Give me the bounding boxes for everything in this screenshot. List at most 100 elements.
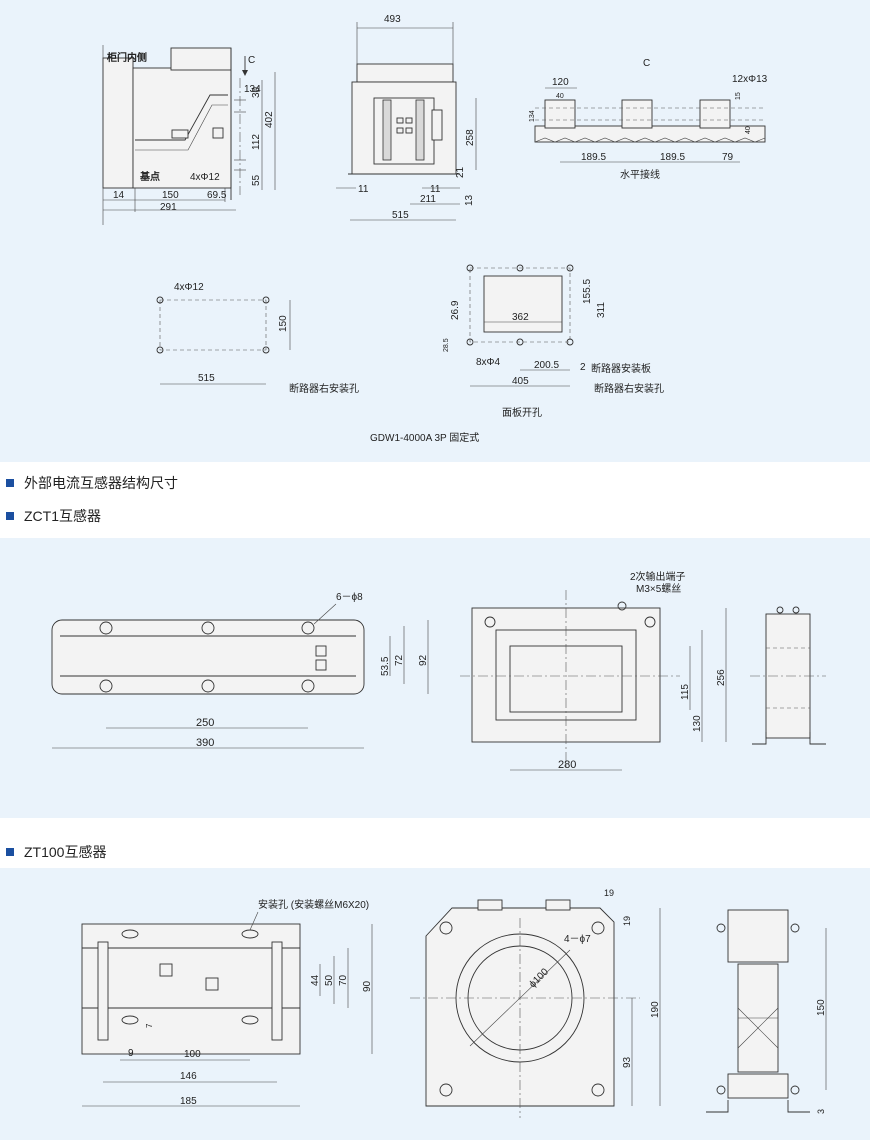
dim-69-5: 69.5 [207, 190, 227, 201]
dim-55: 55 [251, 174, 262, 186]
dim-70: 70 [338, 974, 349, 986]
breaker-caption: GDW1-4000A 3P 固定式 [370, 431, 479, 444]
dim-311: 311 [596, 302, 607, 318]
zct1-terminal-label-2: M3×5螺丝 [636, 583, 681, 595]
dim-50: 50 [324, 974, 335, 986]
dim-13: 13 [464, 194, 475, 206]
dim-211: 211 [420, 194, 436, 205]
zct1-terminal-label-1: 2次输出端子 [630, 570, 686, 583]
dim-11-left: 11 [358, 184, 369, 195]
dim-258: 258 [465, 129, 476, 146]
dim-515: 515 [392, 210, 409, 221]
zct1-drawing: 6－ϕ8 53.5 72 92 250 390 2次输出端子 M3×5螺丝 11… [51, 570, 826, 771]
dim-30: 30 [251, 86, 262, 98]
dim-189-5-b: 189.5 [660, 152, 685, 163]
busbar-holes-label: 12xΦ13 [732, 74, 768, 85]
dim-120: 120 [552, 77, 569, 88]
dim-53-5: 53.5 [380, 656, 391, 676]
dim-362: 362 [512, 312, 529, 323]
busbar-view: C 12xΦ13 120 40 134 15 40 189.5 189.5 79… [529, 58, 768, 181]
dim-115: 115 [680, 684, 691, 700]
dim-100: 100 [184, 1049, 201, 1060]
panel-cutout-view: 155.5 311 26.9 362 28.5 8xΦ4 200.5 2 405… [443, 264, 664, 419]
dim-90: 90 [362, 980, 373, 992]
side-view: C 柜门内侧 基点 4xΦ12 134 30 402 112 55 14 150… [102, 45, 276, 225]
dim-200-5: 200.5 [534, 360, 559, 371]
dim-93: 93 [622, 1056, 633, 1068]
dim-185: 185 [180, 1096, 197, 1107]
zt100-drawing-panel: 安装孔 (安装螺丝M6X20) 44 50 70 90 7 9 100 146 … [0, 868, 870, 1140]
heading-external-ct: 外部电流互感器结构尺寸 [6, 473, 178, 493]
dim-112: 112 [251, 134, 262, 150]
dim-21: 21 [455, 166, 466, 178]
dim-189-5-a: 189.5 [581, 152, 606, 163]
side-view-holes-label: 4xΦ12 [190, 172, 220, 183]
dim-134-busbar: 134 [529, 110, 536, 122]
front-view: 493 258 21 11 11 211 13 515 [336, 14, 477, 221]
dim-3: 3 [816, 1109, 826, 1114]
heading-zct1: ZCT1互感器 [6, 506, 101, 526]
dim-402: 402 [264, 111, 275, 128]
panel-cutout-label: 面板开孔 [502, 406, 542, 419]
heading-zct1-text: ZCT1互感器 [24, 508, 101, 524]
heading-bullet-icon [6, 479, 14, 487]
cutout-right-holes-label: 断路器右安装孔 [594, 382, 664, 395]
dim-280: 280 [558, 759, 576, 771]
dim-9: 9 [128, 1048, 134, 1059]
side-view-c-label: C [248, 55, 255, 66]
zt100-mount-label: 安装孔 (安装螺丝M6X20) [258, 898, 369, 911]
dim-291: 291 [160, 202, 177, 213]
dim-14: 14 [113, 190, 125, 201]
horizontal-wiring-label: 水平接线 [620, 168, 660, 181]
zct1-holes-label: 6－ϕ8 [336, 592, 363, 603]
dim-44: 44 [310, 974, 321, 986]
zct1-side-view [750, 606, 826, 745]
dim-256: 256 [716, 669, 727, 686]
dim-28-5: 28.5 [443, 338, 450, 352]
zt100-drawing: 安装孔 (安装螺丝M6X20) 44 50 70 90 7 9 100 146 … [81, 888, 827, 1118]
dim-155-5: 155.5 [582, 279, 593, 304]
dim-150: 150 [162, 190, 179, 201]
cutout-holes-label: 8xΦ4 [476, 357, 501, 368]
dim-190: 190 [650, 1001, 661, 1018]
dim-92: 92 [418, 654, 429, 666]
mount-plate-label: 断路器安装板 [591, 362, 651, 375]
heading-external-ct-text: 外部电流互感器结构尺寸 [24, 475, 178, 491]
zt100-top-view: 安装孔 (安装螺丝M6X20) 44 50 70 90 7 9 100 146 … [81, 898, 373, 1107]
dim-134: 134 [244, 84, 261, 95]
dim-515-mount: 515 [198, 373, 215, 384]
dim-7: 7 [145, 1023, 154, 1028]
mount-view: 4xΦ12 150 515 断路器右安装孔 [156, 282, 359, 395]
breaker-drawing: C 柜门内侧 基点 4xΦ12 134 30 402 112 55 14 150… [102, 14, 768, 444]
dim-19-top: 19 [604, 888, 614, 898]
base-point-label: 基点 [139, 170, 160, 183]
zt100-holes-label: 4－ϕ7 [564, 934, 591, 945]
dim-79: 79 [722, 152, 734, 163]
dim-146: 146 [180, 1071, 197, 1082]
dim-19-side: 19 [622, 916, 632, 926]
heading-zt100: ZT100互感器 [6, 842, 106, 862]
dim-405: 405 [512, 376, 529, 387]
dim-2: 2 [580, 362, 586, 373]
zct1-drawing-panel: 6－ϕ8 53.5 72 92 250 390 2次输出端子 M3×5螺丝 11… [0, 538, 870, 818]
dim-150-zt100: 150 [816, 999, 827, 1016]
dim-150-mount: 150 [278, 315, 289, 332]
dim-130: 130 [692, 715, 703, 732]
door-inner-label: 柜门内侧 [106, 51, 147, 64]
dim-390: 390 [196, 737, 214, 749]
mount-right-holes-label: 断路器右安装孔 [289, 382, 359, 395]
breaker-drawing-panel: C 柜门内侧 基点 4xΦ12 134 30 402 112 55 14 150… [0, 0, 870, 462]
heading-bullet-icon [6, 848, 14, 856]
zct1-top-view: 6－ϕ8 53.5 72 92 250 390 [51, 592, 429, 749]
dim-15: 15 [735, 92, 742, 100]
dim-72: 72 [394, 654, 405, 666]
dim-26-9: 26.9 [450, 300, 461, 320]
dim-250: 250 [196, 717, 214, 729]
dim-11-right: 11 [430, 184, 441, 195]
dim-40-top: 40 [556, 93, 564, 100]
mount-holes-label: 4xΦ12 [174, 282, 204, 293]
dim-40-right: 40 [745, 126, 752, 134]
heading-bullet-icon [6, 512, 14, 520]
zt100-front-view: ϕ100 4－ϕ7 19 19 190 93 [410, 888, 661, 1118]
heading-zt100-text: ZT100互感器 [24, 844, 107, 860]
